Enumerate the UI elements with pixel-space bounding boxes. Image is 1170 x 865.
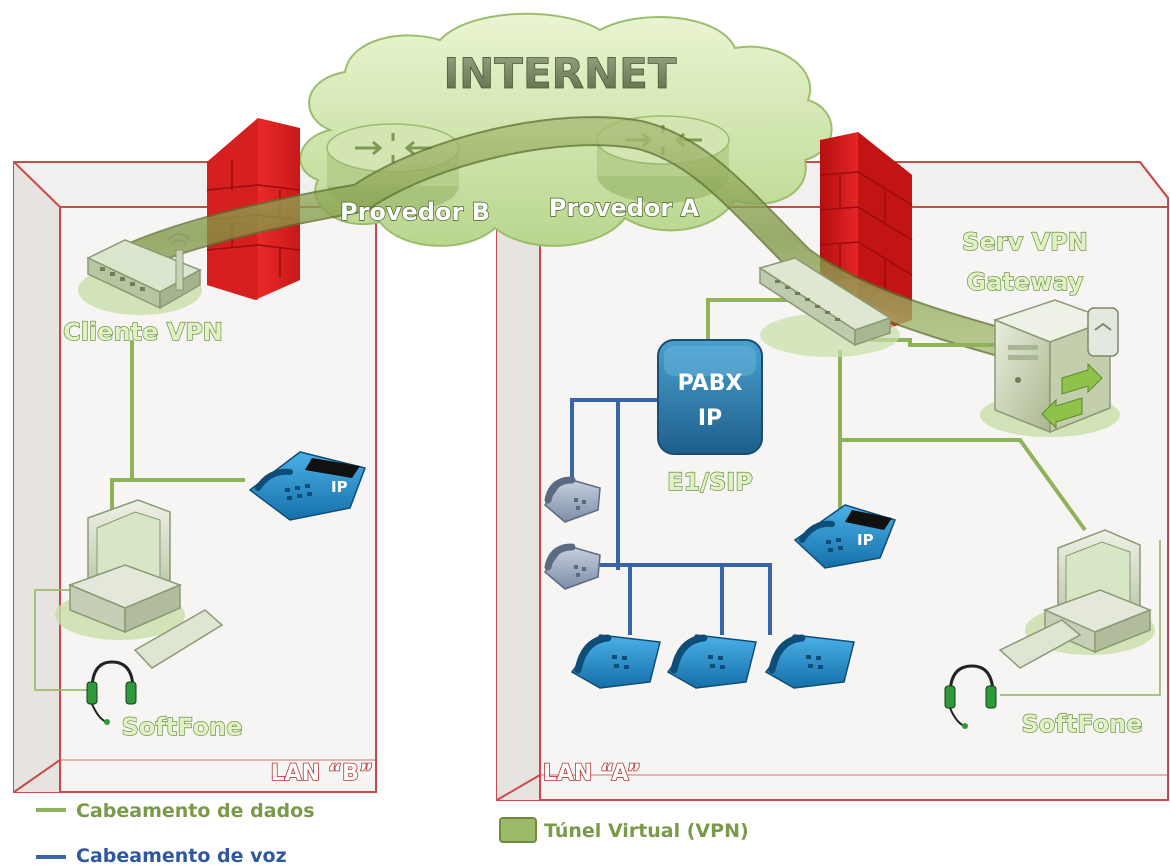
ip-phone-a-icon: [793, 504, 896, 569]
provedor-a-label: Provedor A: [549, 194, 700, 222]
pabx-ip-label: IP: [698, 406, 722, 431]
pc-b: [55, 499, 224, 669]
pabx-device: [657, 339, 763, 455]
legend-data-label: Cabeamento de dados: [76, 800, 315, 822]
analog-phone-1-icon: [543, 476, 601, 523]
legend-tunnel-swatch: [499, 817, 537, 843]
digital-phone-2-icon: [666, 634, 757, 689]
gateway-label: Gateway: [967, 268, 1084, 296]
lan-b-label: LAN “B”: [271, 761, 374, 786]
e1-sip-label: E1/SIP: [667, 468, 753, 496]
ip-phone-a-tag: IP: [857, 531, 874, 549]
pabx-label: PABX: [678, 371, 743, 396]
softfone-a-wire: [1000, 540, 1161, 696]
wifi-icon: [167, 233, 191, 245]
legend-voice-label: Cabeamento de voz: [76, 845, 287, 865]
vpn-tunnel: [95, 116, 1025, 360]
ip-phone-b-tag: IP: [331, 478, 348, 496]
vpn-gateway-server: [980, 299, 1120, 437]
headset-a-icon: [944, 664, 997, 729]
provedor-b-label: Provedor B: [340, 198, 490, 226]
digital-phone-3-icon: [764, 634, 855, 689]
switch-device: [758, 257, 900, 357]
exchange-arrows-icon: [1041, 362, 1103, 430]
voice-cables: [570, 398, 772, 635]
softfone-b-label: SoftFone: [122, 713, 243, 741]
internet-label: INTERNET: [444, 49, 677, 98]
serv-vpn-label: Serv VPN: [962, 228, 1088, 256]
lock-icon: [1087, 307, 1119, 357]
pc-a: [998, 529, 1155, 669]
legend-tunnel-label: Túnel Virtual (VPN): [544, 820, 749, 842]
headset-b-icon: [86, 660, 137, 725]
ip-phone-b-icon: [248, 451, 366, 521]
lan-a-label: LAN “A”: [543, 761, 641, 786]
digital-phone-1-icon: [570, 634, 661, 689]
cliente-vpn-label: Cliente VPN: [63, 318, 223, 346]
softfone-a-label: SoftFone: [1022, 710, 1143, 738]
cliente-vpn-device: [78, 233, 202, 315]
legend: Cabeamento de dados Cabeamento de voz Tú…: [36, 800, 749, 865]
analog-phone-2-icon: [543, 543, 601, 590]
softfone-b-wire: [34, 589, 92, 691]
